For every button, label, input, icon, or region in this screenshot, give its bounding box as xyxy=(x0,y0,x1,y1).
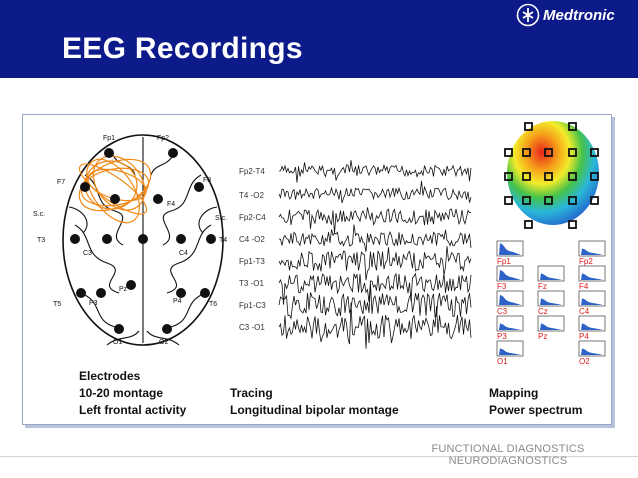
map-electrode-markers xyxy=(504,122,599,229)
electrode-label-f8: F8 xyxy=(203,177,212,184)
medtronic-logo-icon xyxy=(516,3,540,27)
caption-electrodes-activity: Left frontal activity xyxy=(79,403,187,417)
channel-label-fp1-t3: Fp1-T3 xyxy=(239,257,265,266)
spectrum-fill-6 xyxy=(499,294,521,305)
spectrum-fill-9 xyxy=(499,323,521,330)
caption-mapping-title: Mapping xyxy=(489,386,539,400)
spectrum-label-p3: P3 xyxy=(497,332,507,341)
electrode-head-diagram xyxy=(62,134,224,346)
eeg-trace-4 xyxy=(278,224,472,252)
spectrum-label-pz: Pz xyxy=(538,332,548,341)
footer-line-1: FUNCTIONAL DIAGNOSTICS xyxy=(431,443,585,455)
caption-electrodes-title: Electrodes xyxy=(79,369,141,383)
channel-label-t3-o1: T3 -O1 xyxy=(239,279,264,288)
spectrum-fill-3 xyxy=(499,269,521,280)
electrode-label-sc-right: S.c. xyxy=(215,215,228,222)
spectrum-label-p4: P4 xyxy=(579,332,589,341)
eeg-trace-8 xyxy=(278,302,472,349)
spectrum-fill-7 xyxy=(540,298,562,305)
eeg-trace-6 xyxy=(278,272,472,305)
spectrum-fill-12 xyxy=(499,348,521,355)
channel-label-t4-o2: T4 -O2 xyxy=(239,191,264,200)
electrode-label-t3: T3 xyxy=(37,237,46,244)
electrode-label-t4: T4 xyxy=(219,237,228,244)
channel-label-c3-o1: C3 -O1 xyxy=(239,323,265,332)
electrode-label-pz: Pz xyxy=(119,286,128,293)
mapping-caption: Mapping Power spectrum xyxy=(489,385,582,419)
tracing-caption: Tracing Longitudinal bipolar montage xyxy=(230,385,399,419)
topographic-map xyxy=(507,121,599,225)
spectrum-label-f4: F4 xyxy=(579,282,589,291)
spectrum-label-c3: C3 xyxy=(497,307,508,316)
eeg-trace-2 xyxy=(278,180,472,204)
brand-logo: Medtronic xyxy=(516,3,615,27)
channel-label-fp1-c3: Fp1-C3 xyxy=(239,301,266,310)
spectrum-fill-4 xyxy=(540,273,562,280)
electrode-label-o1: O1 xyxy=(113,339,123,346)
footer-divider xyxy=(0,456,638,457)
electrode-label-c3: C3 xyxy=(83,250,92,257)
eeg-trace-7 xyxy=(278,283,472,320)
channel-label-fp2-c4: Fp2-C4 xyxy=(239,213,266,222)
eeg-trace-3 xyxy=(278,207,472,234)
eeg-trace-1 xyxy=(278,160,472,183)
electrode-label-c4: C4 xyxy=(179,250,188,257)
footer: FUNCTIONAL DIAGNOSTICS NEURODIAGNOSTICS xyxy=(424,443,592,467)
spectrum-label-c4: C4 xyxy=(579,307,590,316)
electrode-label-fp1: Fp1 xyxy=(103,135,116,142)
left-frontal-activity xyxy=(78,155,152,224)
eeg-panel: Fp1 Fp2 F7 F8 F4 S.c. S.c. T3 T4 C3 C4 P… xyxy=(22,114,612,425)
slide-title: EEG Recordings xyxy=(62,32,303,65)
spectrum-label-fz: Fz xyxy=(538,282,547,291)
electrodes-caption: Electrodes 10-20 montage Left frontal ac… xyxy=(79,368,186,419)
caption-tracing-montage: Longitudinal bipolar montage xyxy=(230,403,399,417)
electrode-label-t5: T5 xyxy=(53,301,62,308)
eeg-trace-5 xyxy=(278,246,472,281)
electrode-label-fp2: Fp2 xyxy=(157,135,170,142)
electrode-label-f4: F4 xyxy=(167,201,176,208)
brand-name: Medtronic xyxy=(543,6,615,24)
spectrum-fill-5 xyxy=(581,273,603,280)
electrode-label-p3: P3 xyxy=(89,300,98,307)
electrode-label-t6: T6 xyxy=(209,301,218,308)
spectrum-label-fp2: Fp2 xyxy=(579,257,593,266)
spectrum-fill-1 xyxy=(499,243,521,255)
power-spectrum-map xyxy=(496,121,606,357)
electrode-label-p4: P4 xyxy=(173,298,182,305)
spectrum-label-cz: Cz xyxy=(538,307,548,316)
eeg-tracing xyxy=(278,160,472,349)
spectrum-fill-2 xyxy=(581,248,603,255)
electrode-label-f7: F7 xyxy=(57,179,66,186)
footer-line-2: NEURODIAGNOSTICS xyxy=(448,455,568,467)
caption-electrodes-montage: 10-20 montage xyxy=(79,386,164,400)
spectrum-label-f3: F3 xyxy=(497,282,507,291)
spectrum-label-o2: O2 xyxy=(579,357,590,366)
electrode-label-o2: O2 xyxy=(159,339,169,346)
electrode-label-sc-left: S.c. xyxy=(33,211,46,218)
spectrum-label-fp1: Fp1 xyxy=(497,257,511,266)
spectrum-fill-11 xyxy=(581,323,603,330)
slide-header: EEG Recordings Medtronic xyxy=(0,0,638,78)
spectrum-label-o1: O1 xyxy=(497,357,508,366)
spectrum-fill-10 xyxy=(540,323,562,330)
spectra-grid xyxy=(496,240,606,357)
spectrum-fill-8 xyxy=(581,298,603,305)
channel-label-c4-o2: C4 -O2 xyxy=(239,235,265,244)
caption-mapping-spectrum: Power spectrum xyxy=(489,403,583,417)
spectrum-fill-13 xyxy=(581,348,603,355)
caption-tracing-title: Tracing xyxy=(230,386,273,400)
channel-label-fp2-t4: Fp2-T4 xyxy=(239,167,265,176)
